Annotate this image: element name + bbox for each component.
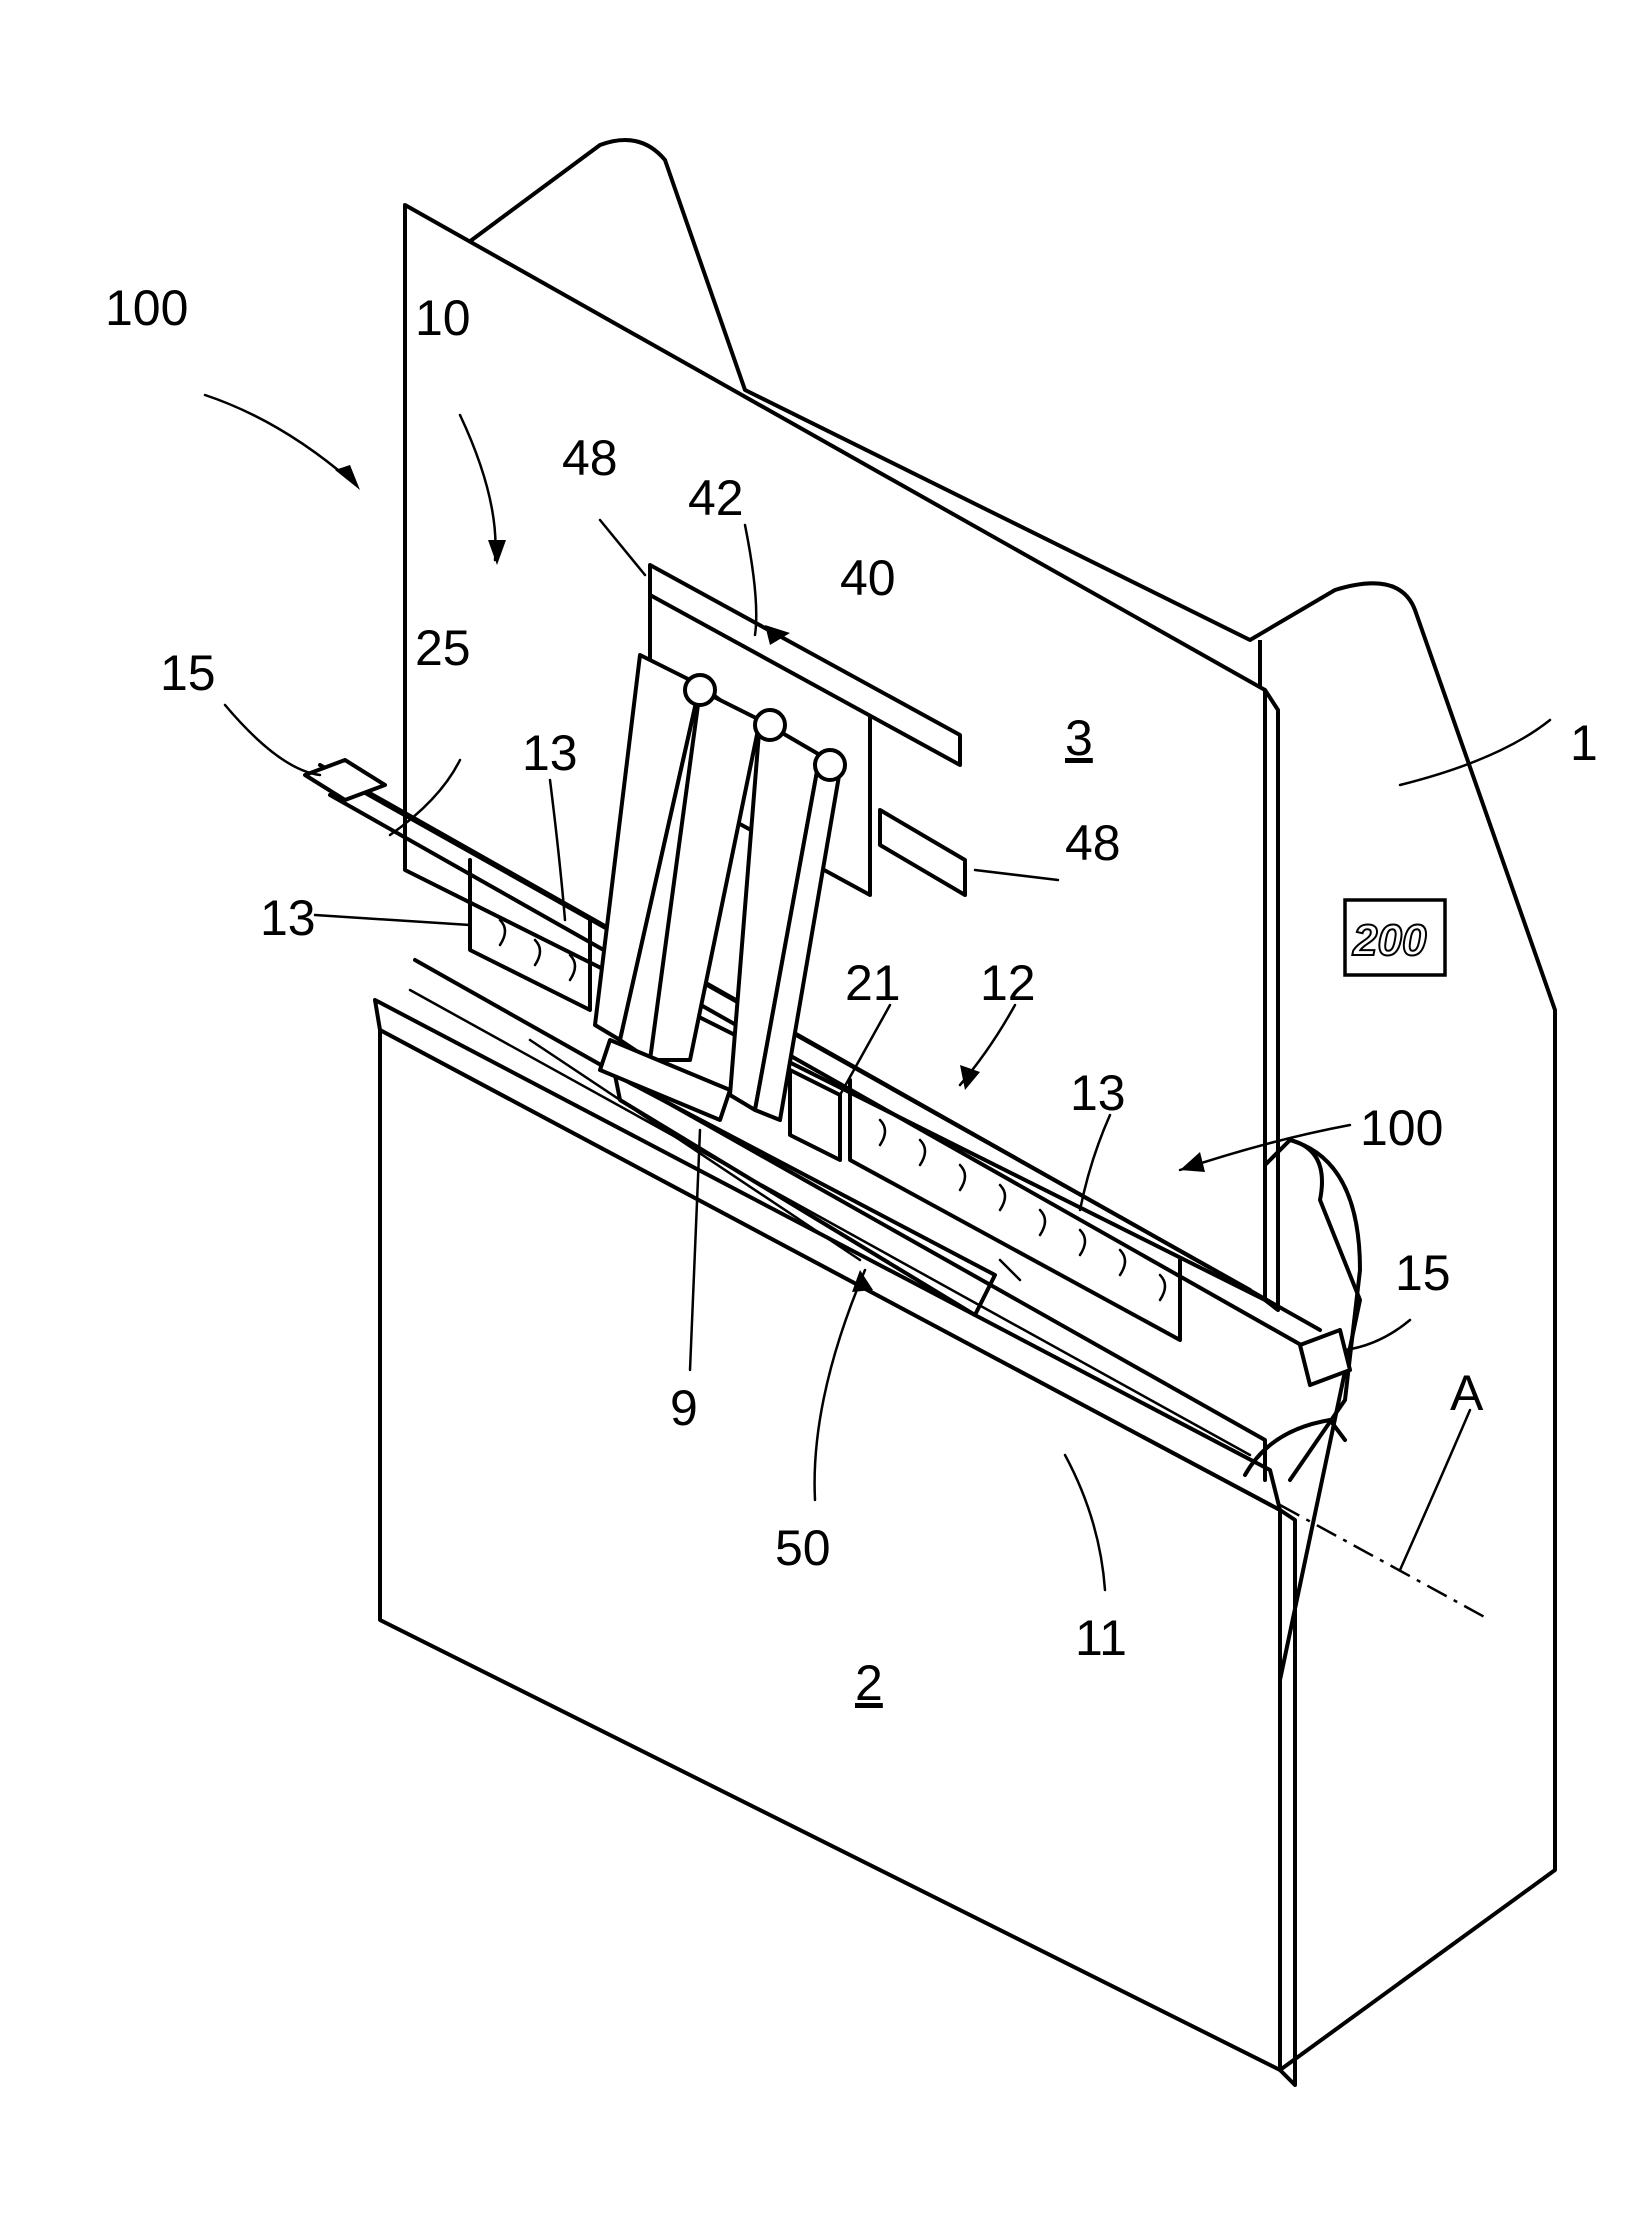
label-13-left: 13 xyxy=(260,890,316,946)
label-12: 12 xyxy=(980,955,1036,1011)
label-48-bottom: 48 xyxy=(1065,815,1121,871)
label-10: 10 xyxy=(415,290,471,346)
label-40: 40 xyxy=(840,550,896,606)
label-25: 25 xyxy=(415,620,471,676)
label-15-left: 15 xyxy=(160,645,216,701)
label-11: 11 xyxy=(1075,1610,1127,1666)
label-13-right: 13 xyxy=(1070,1065,1126,1121)
label-a: A xyxy=(1450,1365,1484,1421)
label-21: 21 xyxy=(845,955,901,1011)
model-badge: 200 xyxy=(1345,900,1445,975)
label-1: 1 xyxy=(1570,715,1598,771)
label-13-upper: 13 xyxy=(522,725,578,781)
label-9: 9 xyxy=(670,1380,698,1436)
label-15-right: 15 xyxy=(1395,1245,1451,1301)
label-42: 42 xyxy=(688,470,744,526)
label-100-right: 100 xyxy=(1360,1100,1443,1156)
label-48-top: 48 xyxy=(562,430,618,486)
label-50: 50 xyxy=(775,1520,831,1576)
label-3: 3 xyxy=(1065,710,1093,766)
label-100-top: 100 xyxy=(105,280,188,336)
label-2: 2 xyxy=(855,1655,883,1711)
badge-200-label: 200 xyxy=(1352,916,1427,965)
